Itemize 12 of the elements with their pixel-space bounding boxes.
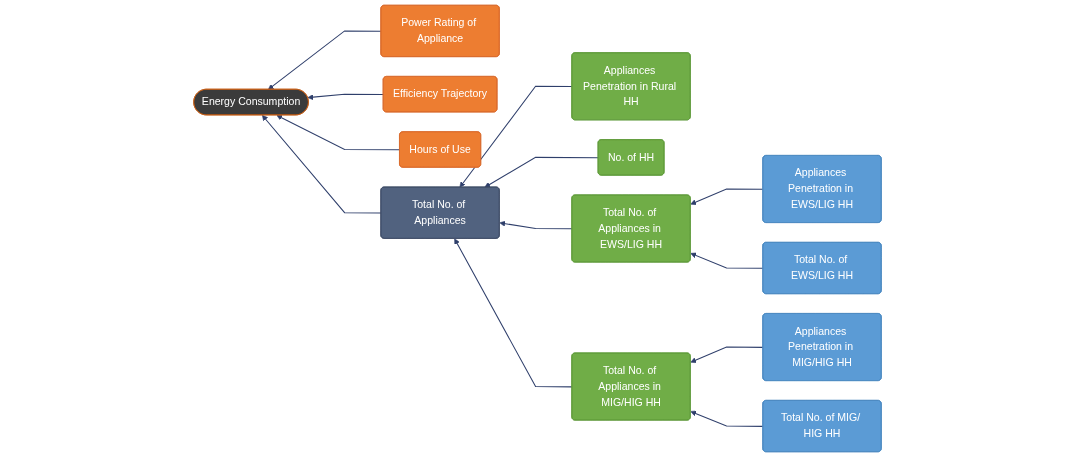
arrow [268,30,382,90]
arrow [690,346,764,363]
arrow [690,188,764,205]
arrow [499,220,573,230]
arrow [276,114,401,151]
arrow [690,252,764,269]
arrow [262,114,382,214]
arrow [459,85,573,188]
arrow [307,93,385,100]
arrow [454,238,573,388]
arrow [484,156,599,188]
arrow [690,410,764,427]
